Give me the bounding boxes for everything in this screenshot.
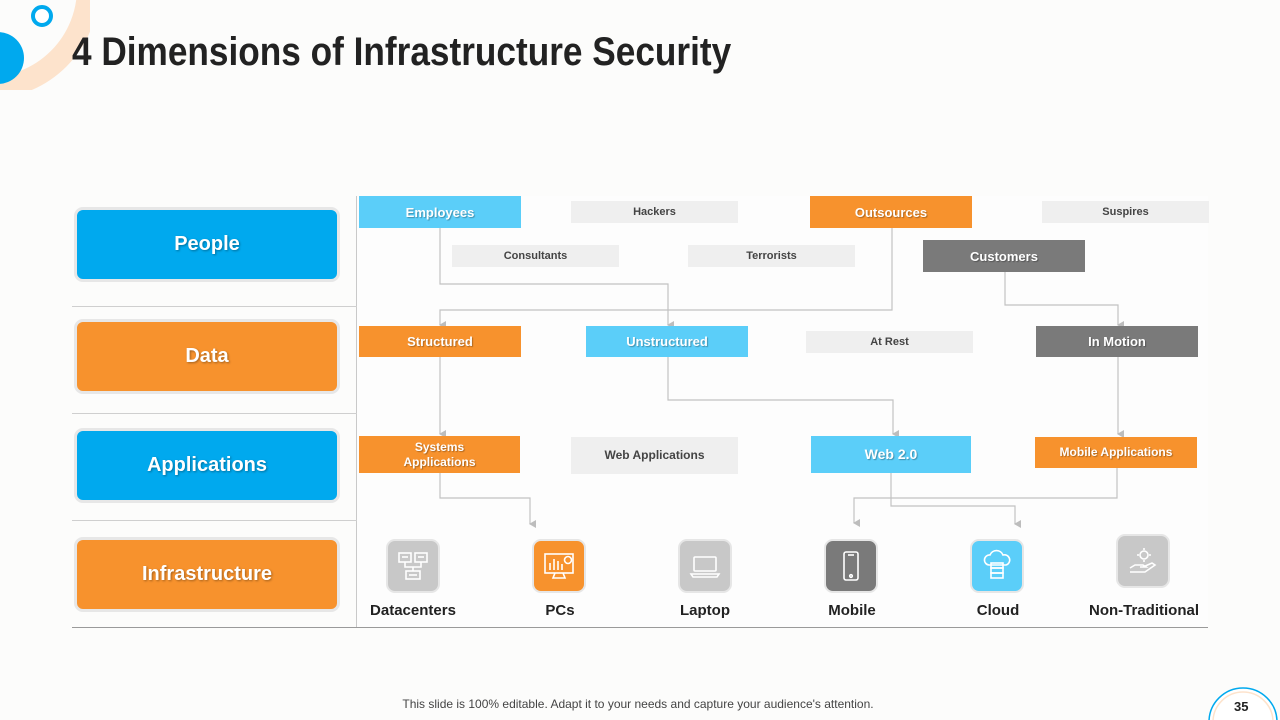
page-number: 35 bbox=[1234, 699, 1249, 714]
box-systems-applications: Systems Applications bbox=[359, 436, 520, 473]
box-in-motion: In Motion bbox=[1036, 326, 1198, 357]
category-people: People bbox=[74, 207, 340, 282]
category-data: Data bbox=[74, 319, 340, 394]
laptop-icon bbox=[689, 556, 721, 578]
category-label: Data bbox=[185, 345, 229, 367]
footer-note: This slide is 100% editable. Adapt it to… bbox=[402, 697, 874, 711]
category-infrastructure: Infrastructure bbox=[74, 537, 340, 612]
device-label: Datacenters bbox=[370, 602, 456, 619]
box-terrorists: Terrorists bbox=[688, 245, 855, 267]
category-label: Applications bbox=[146, 454, 267, 476]
box-line: Systems bbox=[414, 439, 465, 454]
box-outsources: Outsources bbox=[810, 196, 972, 228]
box-consultants: Consultants bbox=[452, 245, 619, 267]
row-divider bbox=[72, 413, 357, 414]
box-unstructured: Unstructured bbox=[586, 326, 748, 357]
row-divider bbox=[72, 520, 357, 521]
device-datacenters bbox=[386, 539, 440, 593]
device-label: Mobile bbox=[828, 602, 876, 619]
device-label: Cloud bbox=[976, 602, 1020, 619]
box-at-rest: At Rest bbox=[806, 331, 973, 353]
device-label: Non-Traditional bbox=[1089, 602, 1199, 619]
bottom-border bbox=[72, 627, 1208, 628]
device-non-traditional bbox=[1116, 534, 1170, 588]
box-web-2-0: Web 2.0 bbox=[811, 436, 971, 473]
device-mobile bbox=[824, 539, 878, 593]
column-divider bbox=[356, 196, 357, 628]
device-laptop bbox=[678, 539, 732, 593]
device-label: PCs bbox=[545, 602, 575, 619]
category-label: People bbox=[174, 233, 240, 255]
device-cloud bbox=[970, 539, 1024, 593]
box-structured: Structured bbox=[359, 326, 521, 357]
box-web-applications: Web Applications bbox=[571, 437, 738, 474]
page-title: 4 Dimensions of Infrastructure Security bbox=[72, 30, 732, 74]
corner-decoration bbox=[0, 0, 90, 90]
hand-gear-icon bbox=[1129, 548, 1157, 573]
cloud-server-icon bbox=[983, 549, 1011, 579]
mobile-phone-icon bbox=[843, 551, 859, 581]
category-applications: Applications bbox=[74, 428, 340, 503]
box-mobile-applications: Mobile Applications bbox=[1035, 437, 1197, 468]
box-employees: Employees bbox=[359, 196, 521, 228]
device-pcs bbox=[532, 539, 586, 593]
category-label: Infrastructure bbox=[141, 563, 273, 585]
device-label: Laptop bbox=[680, 602, 730, 619]
row-divider bbox=[72, 306, 357, 307]
page-number-badge bbox=[1208, 687, 1278, 720]
pc-chart-icon bbox=[544, 553, 574, 579]
box-hackers: Hackers bbox=[571, 201, 738, 223]
box-line: Applications bbox=[403, 454, 476, 469]
box-customers: Customers bbox=[923, 240, 1085, 272]
datacenter-icon bbox=[398, 552, 428, 580]
box-suspires: Suspires bbox=[1042, 201, 1209, 223]
